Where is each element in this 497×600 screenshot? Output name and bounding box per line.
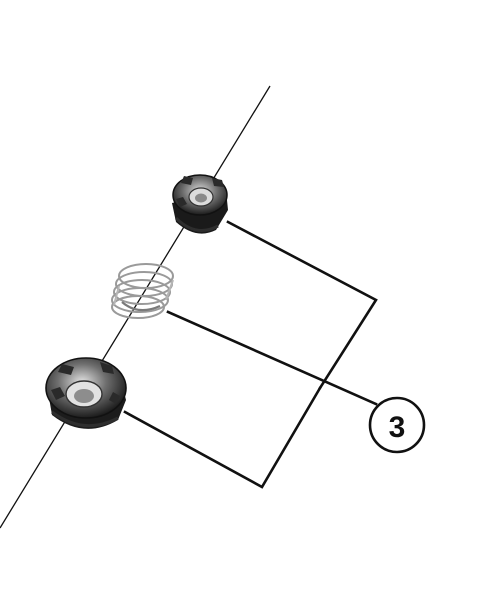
callout-number: 3 (389, 411, 406, 444)
coil-spring-icon (111, 263, 174, 319)
lower-nut-icon (45, 357, 127, 429)
upper-nut-icon (172, 174, 228, 234)
leader-lines (123, 220, 378, 489)
axis-line (0, 85, 271, 529)
leader-lower-nut (123, 386, 322, 489)
leader-upper-nut (226, 220, 378, 390)
leader-spring (166, 310, 378, 406)
callout-badge: 3 (368, 396, 426, 454)
